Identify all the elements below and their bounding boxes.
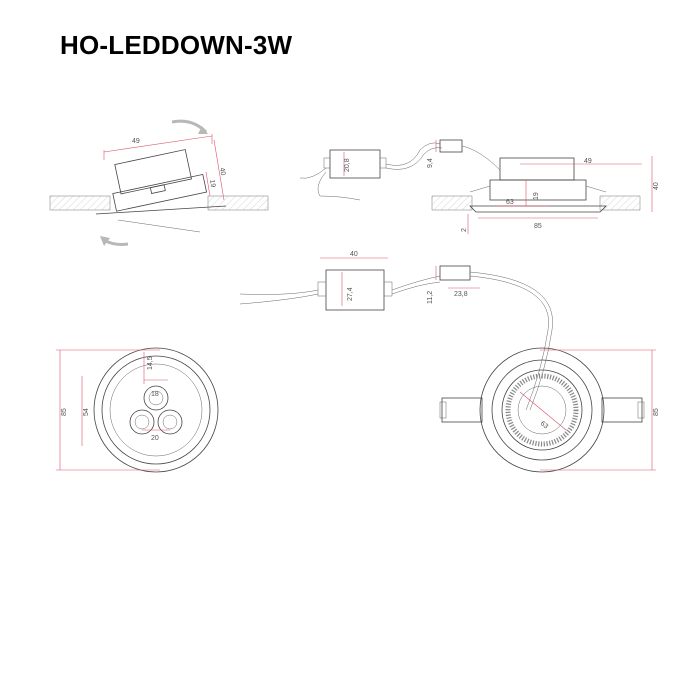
- back-outer-ring: [479, 347, 605, 473]
- connector-side: [439, 139, 463, 153]
- ceiling-right: [207, 195, 269, 211]
- ceiling-left: [49, 195, 111, 211]
- driver-top-view: 40 27,4 11,2 23,8: [239, 251, 553, 411]
- dim-driver-height: 27,4: [347, 287, 354, 301]
- dim-side-width-top: 49: [584, 158, 592, 165]
- driver-box-top: [325, 269, 385, 311]
- dim-side-height: 40: [653, 182, 660, 190]
- dim-connector-h: 11,2: [427, 291, 434, 304]
- tilt-view: 49 40 19: [49, 119, 269, 246]
- dim-tilt-depth: 19: [208, 179, 216, 188]
- dim-front-offset: 14,5: [147, 356, 154, 370]
- dim-tilt-width: 49: [132, 138, 140, 145]
- dim-connector-len: 23,8: [454, 291, 468, 298]
- front-outer-ring: [93, 347, 219, 473]
- side-view: 20,8 9,4 49 40 63 19 2 8: [299, 139, 660, 234]
- dim-connector-height: 9,4: [427, 158, 434, 168]
- dim-side-outer: 85: [534, 223, 542, 230]
- dim-back-outer: 85: [653, 408, 660, 416]
- dim-front-outer: 85: [61, 408, 68, 416]
- lens-right: [157, 409, 183, 435]
- lens-top: [143, 385, 169, 411]
- housing-side: [489, 179, 587, 201]
- dim-side-inner: 63: [506, 199, 514, 206]
- dim-lens-dia: 18: [151, 391, 159, 398]
- heatsink-side: [499, 157, 575, 181]
- flange-side: [469, 205, 607, 213]
- dim-side-flange: 2: [461, 228, 468, 232]
- heatsink-fins: [505, 373, 579, 447]
- spring-clip-right: [601, 397, 643, 423]
- dim-tilt-height: 40: [218, 167, 226, 176]
- driver-box-side: [329, 149, 381, 179]
- dim-back-inner: 63: [539, 420, 550, 430]
- back-view: 63 85: [439, 347, 660, 473]
- dim-driver-height-side: 20,8: [344, 158, 351, 172]
- spring-clip-left: [441, 397, 483, 423]
- lens-left: [129, 409, 155, 435]
- dim-front-inner: 54: [83, 408, 90, 416]
- front-view: 85 54 14,5 18 20: [56, 347, 219, 473]
- housing-tilted: [112, 173, 208, 212]
- dim-driver-length: 40: [350, 251, 358, 258]
- connector-top: [439, 265, 471, 281]
- product-title: HO-LEDDOWN-3W: [60, 30, 293, 60]
- dim-side-body: 19: [533, 192, 540, 200]
- dim-lens-spacing: 20: [151, 435, 159, 442]
